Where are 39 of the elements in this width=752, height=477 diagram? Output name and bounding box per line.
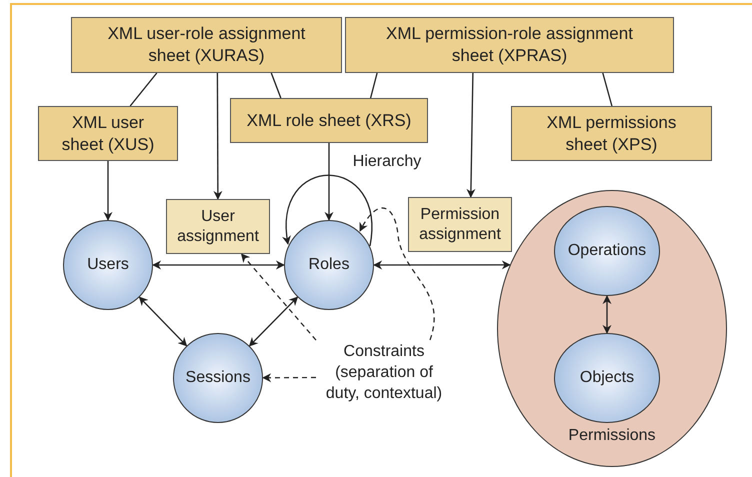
connector-line (130, 72, 158, 106)
entity-circle (284, 220, 374, 310)
node-label: Permission assignment (418, 204, 502, 244)
node-label: Sessions (184, 368, 252, 388)
connector-line (270, 72, 282, 98)
sheet-box (511, 106, 712, 161)
sheet-box (230, 98, 428, 143)
node-label: XML user sheet (XUS) (60, 112, 156, 156)
dashed-arrow (262, 373, 316, 382)
node-label: Users (86, 255, 130, 275)
assignment-box (408, 197, 512, 252)
node-label: XML permission-role assignment sheet (XPRAS) (385, 23, 634, 67)
node-label: Objects (578, 368, 636, 388)
node-label: Permissions (567, 426, 657, 446)
arrow (282, 174, 372, 246)
arrow (248, 296, 298, 347)
connector-line (370, 72, 378, 98)
arrow (138, 296, 188, 346)
assignment-box (166, 199, 270, 254)
node-label: User assignment (176, 206, 260, 246)
constraints-text: Constraints (separation of duty, contextual) (324, 342, 444, 404)
dashed-arrow (240, 253, 316, 340)
arrow (602, 295, 612, 334)
sheet-box (345, 17, 674, 73)
node-label: Roles (308, 255, 350, 275)
connector-line (602, 72, 613, 106)
arrow (324, 143, 334, 221)
node-label: XML permissions sheet (XPS) (546, 112, 678, 156)
arrow (466, 72, 476, 198)
arrow (373, 260, 511, 270)
node-label: XML role sheet (XRS) (246, 110, 412, 132)
node-label: XML user-role assignment sheet (XURAS) (106, 23, 306, 67)
arrow (213, 73, 222, 200)
sheet-box (71, 17, 342, 73)
arrow (152, 260, 285, 270)
node-label: Operations (566, 241, 648, 261)
dashed-arrow (359, 208, 435, 340)
arrow (104, 161, 112, 221)
sheet-box (38, 106, 178, 161)
